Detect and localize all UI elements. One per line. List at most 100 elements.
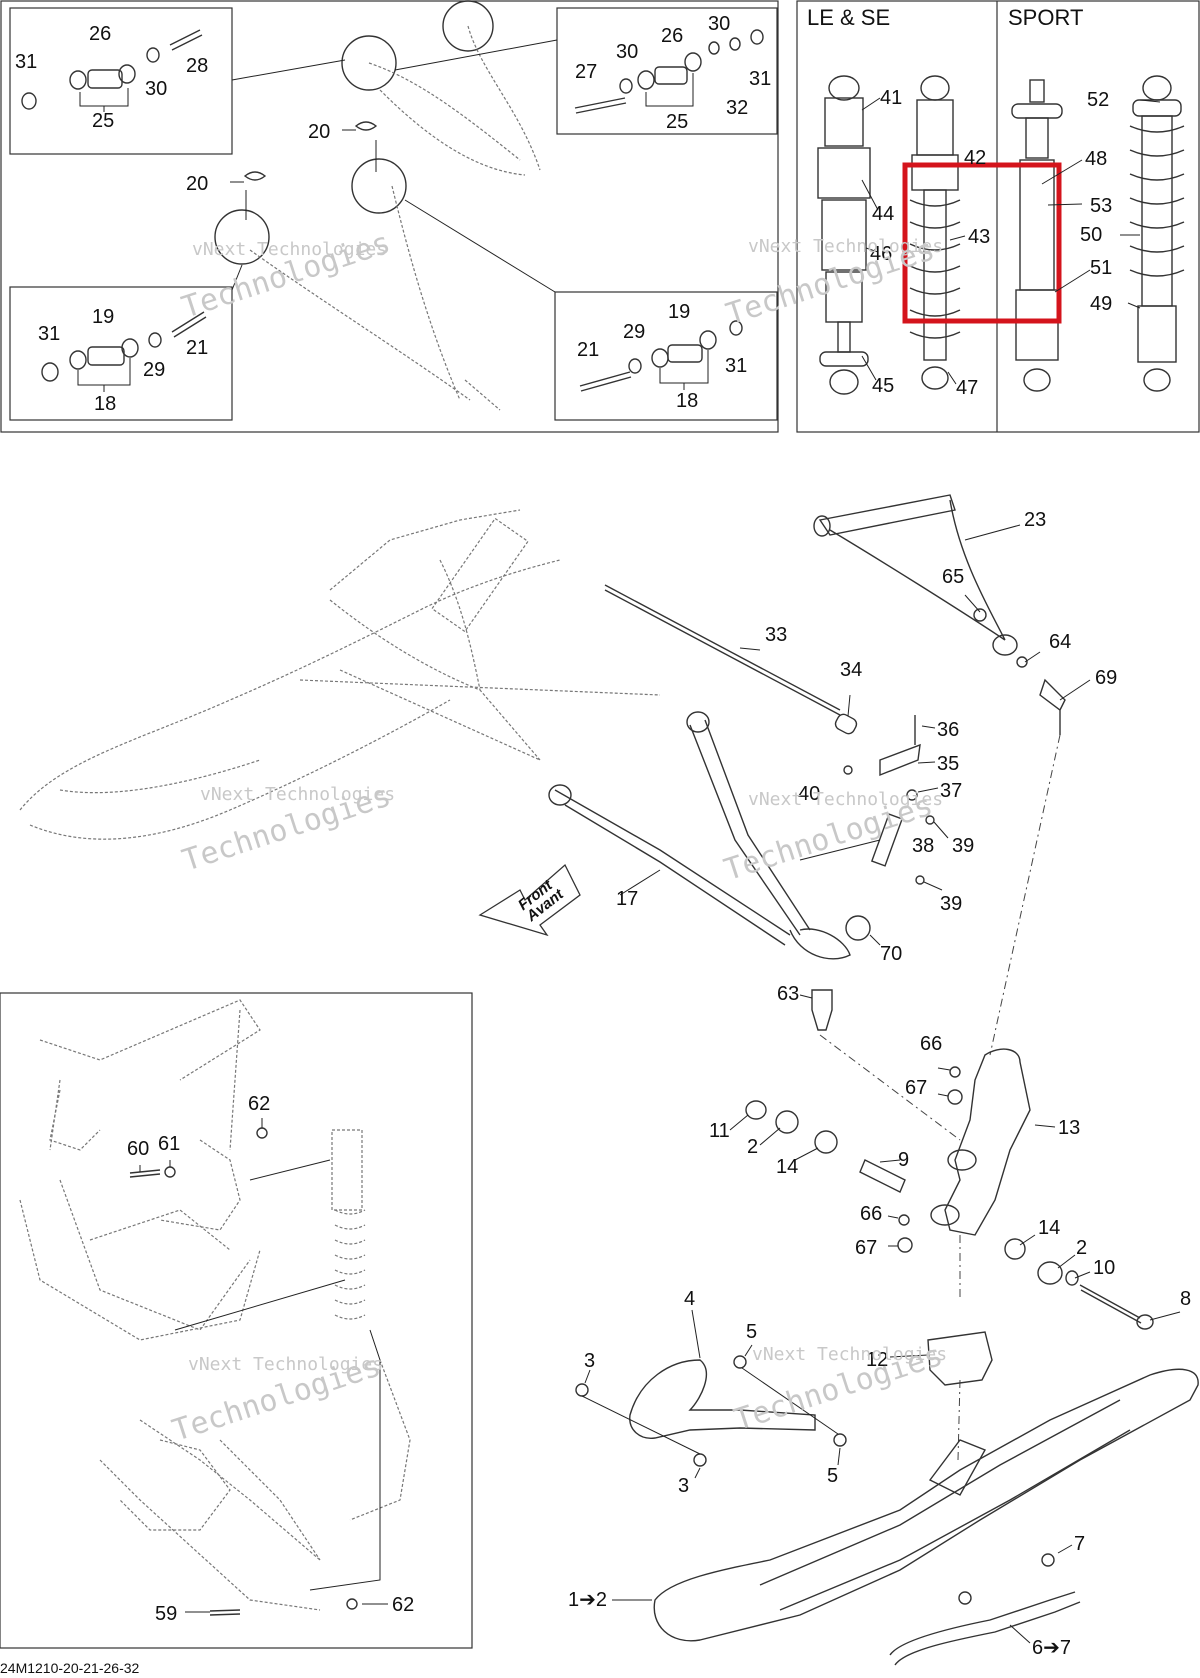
bushing-26 [654, 66, 688, 85]
link-38 [870, 813, 904, 867]
callout-19: 19 [92, 306, 114, 328]
washer-30 [619, 78, 633, 94]
callout-17: 17 [616, 888, 638, 910]
callout-59: 59 [155, 1603, 177, 1625]
callout-7: 7 [1074, 1533, 1085, 1555]
callout-2-left: 2 [747, 1136, 758, 1158]
watermark-2a: vNext Technologies [748, 236, 943, 257]
callout-66-lower: 66 [860, 1203, 882, 1225]
washer-66a [949, 1066, 961, 1078]
callout-29: 29 [623, 321, 645, 343]
callout-40: 40 [798, 783, 820, 805]
callout-62-upper: 62 [248, 1093, 270, 1115]
bolt-28 [169, 29, 203, 51]
callout-21: 21 [577, 339, 599, 361]
callout-50: 50 [1080, 224, 1102, 246]
callout-62-lower: 62 [392, 1594, 414, 1616]
washer-30b [708, 41, 720, 55]
inset-upper-right-parts: 27 30 26 30 31 32 25 [574, 13, 771, 133]
callout-27: 27 [575, 61, 597, 83]
a-arm-outline-small [249, 25, 541, 411]
callout-19: 19 [668, 301, 690, 323]
callout-29: 29 [143, 359, 165, 381]
inset-bushing-lower-right [554, 291, 778, 421]
callout-4: 4 [684, 1288, 695, 1310]
screw-5b [833, 1433, 847, 1447]
watermark-6a: vNext Technologies [752, 1344, 947, 1365]
bolt-21 [171, 311, 207, 338]
washer [69, 350, 87, 370]
callout-18: 18 [676, 390, 698, 412]
callout-30: 30 [145, 78, 167, 100]
watermarks: vNext Technologies Technologies vNext Te… [168, 225, 947, 1448]
axis-lower-ball-joint [819, 1034, 961, 1141]
callout-39-lower: 39 [940, 893, 962, 915]
ski-handle-4 [575, 1331, 993, 1467]
callout-14-left: 14 [776, 1156, 798, 1178]
callout-33: 33 [765, 624, 787, 646]
nut-67a [947, 1089, 963, 1105]
washer-66b [898, 1214, 910, 1226]
callout-18: 18 [94, 393, 116, 415]
callout-10: 10 [1093, 1257, 1115, 1279]
watermark-1a: vNext Technologies [192, 239, 387, 260]
callout-32: 32 [726, 97, 748, 119]
leader-to-upper-left-inset [231, 59, 346, 81]
callout-38: 38 [912, 835, 934, 857]
washer-stack [69, 70, 87, 90]
callout-2-right: 2 [1076, 1237, 1087, 1259]
callout-39-upper: 39 [952, 835, 974, 857]
callout-46: 46 [870, 243, 892, 265]
nut-62b [346, 1598, 358, 1610]
lower-a-arm-17 [548, 711, 871, 1031]
washer-61 [164, 1166, 176, 1178]
callout-53: 53 [1090, 195, 1112, 217]
watermark-5a: vNext Technologies [188, 1354, 383, 1375]
sleeve [121, 338, 139, 358]
callout-34: 34 [840, 659, 862, 681]
washer [637, 70, 655, 90]
callout-67-upper: 67 [905, 1077, 927, 1099]
circlip-70 [845, 915, 871, 941]
callout-31: 31 [38, 323, 60, 345]
nut-31 [750, 29, 764, 45]
shock-ghost [431, 517, 529, 633]
callout-25: 25 [666, 111, 688, 133]
washer-29 [628, 358, 642, 374]
sleeve [684, 52, 702, 72]
callout-3-upper: 3 [584, 1350, 595, 1372]
callout-26: 26 [89, 23, 111, 45]
screw-3b [693, 1453, 707, 1467]
callout-49: 49 [1090, 293, 1112, 315]
callout-30-right: 30 [708, 13, 730, 35]
washer-37 [906, 789, 918, 801]
front-direction-arrow: Front Avant [478, 863, 581, 937]
callout-37: 37 [940, 780, 962, 802]
bushing-26 [87, 69, 123, 89]
callout-60: 60 [127, 1138, 149, 1160]
spindle-13 [897, 1048, 1031, 1253]
leader-to-lower-left-inset [231, 264, 243, 291]
ski-1-2 [653, 1368, 1199, 1666]
bushing-20-upper [354, 121, 378, 131]
callout-44: 44 [872, 203, 894, 225]
inset-upper-left-parts: 31 26 28 30 25 [15, 23, 208, 132]
callout-26: 26 [661, 25, 683, 47]
callout-48: 48 [1085, 148, 1107, 170]
nut-31 [41, 362, 59, 382]
callout-20-upper: 20 [308, 121, 330, 143]
bolt-65 [973, 608, 987, 622]
header-sport: SPORT [1008, 5, 1083, 30]
wear-pad-12 [927, 1331, 993, 1386]
callout-25: 25 [92, 110, 114, 132]
callout-63: 63 [777, 983, 799, 1005]
bolt-39b [915, 875, 925, 885]
inset-bushing-upper-right [556, 7, 778, 135]
nut-7 [1041, 1553, 1055, 1567]
sway-bar-33 [604, 584, 935, 885]
callout-12: 12 [866, 1349, 888, 1371]
ball-joint-63 [811, 989, 833, 1031]
screw-3a [575, 1383, 589, 1397]
callout-31: 31 [749, 68, 771, 90]
